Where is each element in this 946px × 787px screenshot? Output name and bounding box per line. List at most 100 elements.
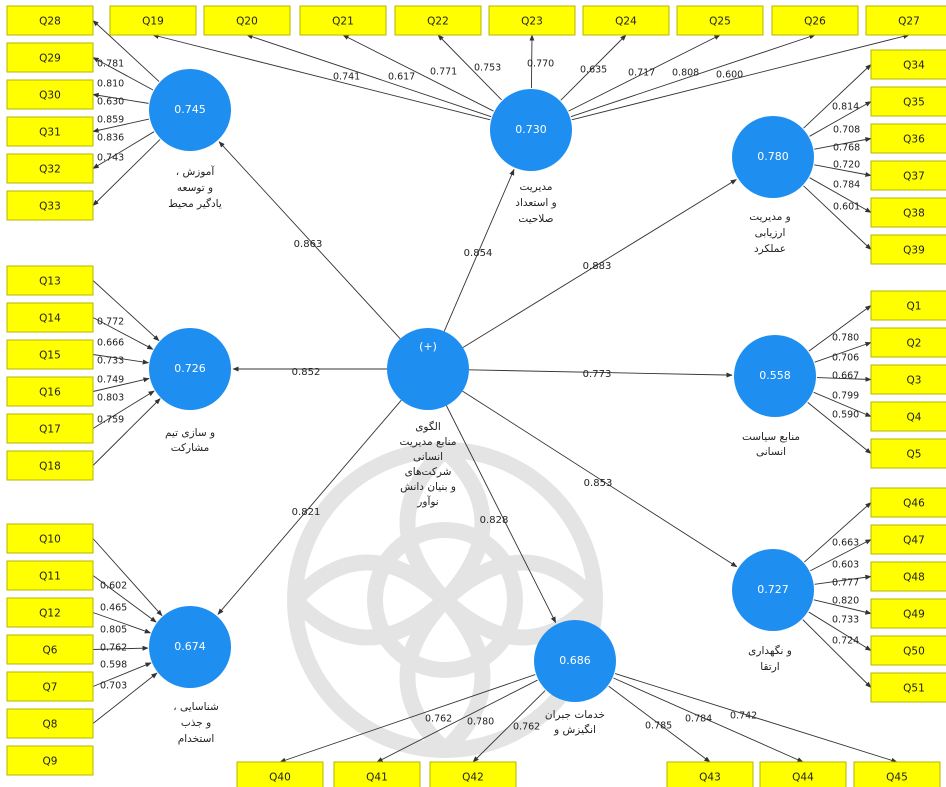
path-coefficient: 0.773 [583, 369, 612, 380]
indicator-label: Q43 [699, 772, 721, 784]
indicator-q43[interactable]: Q43 [666, 761, 754, 787]
latent-services[interactable]: 0.686 [534, 620, 616, 702]
indicator-box [6, 79, 94, 110]
indicator-box [865, 5, 946, 36]
latent-policy[interactable]: 0.558 [734, 335, 816, 417]
indicator-box [6, 597, 94, 628]
indicator-q4[interactable]: Q4 [870, 401, 946, 432]
indicator-q2[interactable]: Q2 [870, 327, 946, 358]
loading-arrow [92, 398, 161, 466]
indicator-q29[interactable]: Q29 [6, 42, 94, 73]
indicator-q19[interactable]: Q19 [109, 5, 197, 36]
loading-arrow [92, 645, 149, 651]
indicator-box [6, 671, 94, 702]
indicator-q13[interactable]: Q13 [6, 265, 94, 296]
indicator-q23[interactable]: Q23 [488, 5, 576, 36]
indicator-q44[interactable]: Q44 [759, 761, 847, 787]
indicator-q39[interactable]: Q39 [870, 234, 946, 265]
indicator-q12[interactable]: Q12 [6, 597, 94, 628]
latent-label-line: و توسعه [177, 182, 213, 194]
indicator-label: Q25 [709, 16, 731, 28]
latent-label-line: و مدیریت [749, 211, 791, 223]
indicator-q38[interactable]: Q38 [870, 197, 946, 228]
indicator-q17[interactable]: Q17 [6, 413, 94, 444]
indicator-q45[interactable]: Q45 [853, 761, 941, 787]
loading-value: 0.617 [388, 72, 415, 83]
indicator-box [870, 635, 946, 666]
indicator-q7[interactable]: Q7 [6, 671, 94, 702]
indicator-q40[interactable]: Q40 [236, 761, 324, 787]
loading-arrow [808, 611, 872, 651]
latent-recruit[interactable]: 0.674 [149, 606, 231, 688]
indicator-box [394, 5, 482, 36]
indicator-q6[interactable]: Q6 [6, 634, 94, 665]
indicator-label: Q24 [615, 16, 637, 28]
indicator-q50[interactable]: Q50 [870, 635, 946, 666]
latent-label-line: مدیریت [519, 181, 552, 193]
indicator-q46[interactable]: Q46 [870, 487, 946, 518]
latent-training[interactable]: 0.745 [149, 69, 231, 151]
indicator-q27[interactable]: Q27 [865, 5, 946, 36]
latent-label-line: ، آموزش [176, 165, 216, 178]
indicator-q10[interactable]: Q10 [6, 523, 94, 554]
indicator-q47[interactable]: Q47 [870, 524, 946, 555]
loading-arrow [246, 34, 492, 118]
loading-arrow [813, 391, 872, 417]
path-coefficient: 0.821 [292, 507, 321, 518]
indicator-q16[interactable]: Q16 [6, 376, 94, 407]
indicator-q5[interactable]: Q5 [870, 438, 946, 469]
indicator-q37[interactable]: Q37 [870, 160, 946, 191]
indicator-q33[interactable]: Q33 [6, 190, 94, 221]
indicator-q26[interactable]: Q26 [771, 5, 859, 36]
latent-label-line: صلاحیت [518, 213, 553, 225]
latent-r2-value: 0.730 [515, 123, 547, 136]
indicator-q9[interactable]: Q9 [6, 745, 94, 776]
indicator-label: Q18 [39, 461, 61, 473]
indicator-q20[interactable]: Q20 [203, 5, 291, 36]
loading-value: 0.772 [97, 317, 124, 328]
indicator-label: Q31 [39, 127, 61, 139]
indicator-q18[interactable]: Q18 [6, 450, 94, 481]
latent-retention[interactable]: 0.727 [732, 549, 814, 631]
indicator-q1[interactable]: Q1 [870, 290, 946, 321]
indicator-q22[interactable]: Q22 [394, 5, 482, 36]
indicator-q11[interactable]: Q11 [6, 560, 94, 591]
loading-value: 0.598 [100, 660, 127, 671]
latent-center[interactable]: (+) [387, 328, 469, 410]
indicator-q48[interactable]: Q48 [870, 561, 946, 592]
latent-performance[interactable]: 0.780 [732, 116, 814, 198]
indicator-q30[interactable]: Q30 [6, 79, 94, 110]
indicator-q34[interactable]: Q34 [870, 49, 946, 80]
indicator-box [6, 745, 94, 776]
indicator-q51[interactable]: Q51 [870, 672, 946, 703]
indicator-label: Q28 [39, 16, 61, 28]
path-coefficient: 0.853 [584, 478, 613, 489]
indicator-q36[interactable]: Q36 [870, 123, 946, 154]
latent-label-line: و جذب [181, 717, 211, 729]
indicator-q31[interactable]: Q31 [6, 116, 94, 147]
indicator-box [870, 561, 946, 592]
indicator-q41[interactable]: Q41 [333, 761, 421, 787]
latent-talent[interactable]: 0.730 [490, 89, 572, 171]
indicator-q24[interactable]: Q24 [582, 5, 670, 36]
indicator-q42[interactable]: Q42 [429, 761, 517, 787]
loading-arrow [92, 612, 152, 634]
indicator-q32[interactable]: Q32 [6, 153, 94, 184]
loading-value: 0.666 [97, 338, 124, 349]
indicator-q25[interactable]: Q25 [676, 5, 764, 36]
indicator-label: Q8 [43, 719, 58, 731]
loading-arrow [608, 685, 711, 763]
indicator-q35[interactable]: Q35 [870, 86, 946, 117]
indicator-q49[interactable]: Q49 [870, 598, 946, 629]
indicator-box [870, 86, 946, 117]
indicator-q14[interactable]: Q14 [6, 302, 94, 333]
indicator-q21[interactable]: Q21 [299, 5, 387, 36]
indicator-q15[interactable]: Q15 [6, 339, 94, 370]
indicator-q3[interactable]: Q3 [870, 364, 946, 395]
loading-arrow [814, 574, 872, 585]
indicator-q28[interactable]: Q28 [6, 5, 94, 36]
latent-label-line: مشارکت [171, 442, 210, 454]
latent-team[interactable]: 0.726 [149, 328, 231, 410]
indicator-q8[interactable]: Q8 [6, 708, 94, 739]
loading-arrow [571, 33, 910, 121]
